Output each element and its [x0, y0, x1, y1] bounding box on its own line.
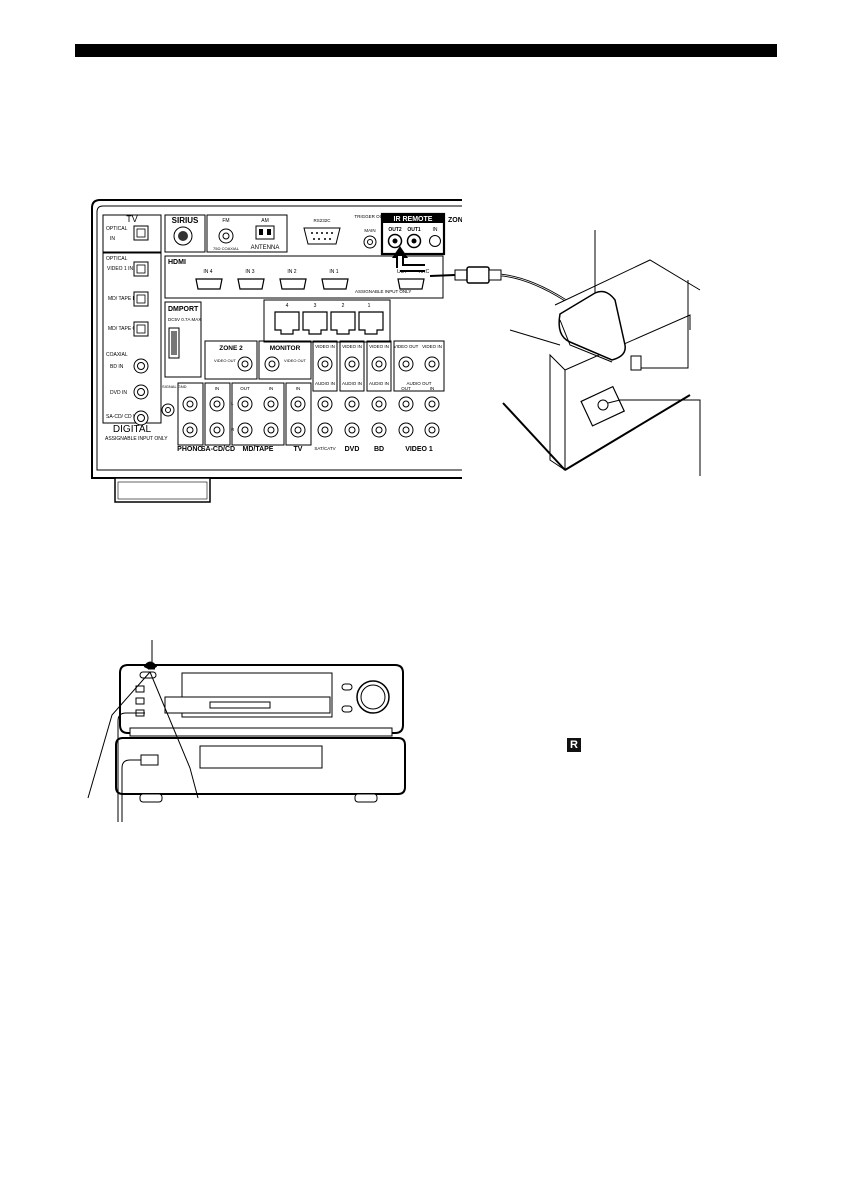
svg-text:MD/ TAPE OUT: MD/ TAPE OUT	[108, 326, 143, 332]
svg-text:SA-CD/CD: SA-CD/CD	[201, 446, 235, 453]
svg-text:OUT: OUT	[240, 386, 250, 391]
svg-text:AM: AM	[261, 218, 269, 224]
sirius-label: SIRIUS	[172, 216, 199, 225]
svg-text:ASSIGNABLE INPUT ONLY: ASSIGNABLE INPUT ONLY	[355, 289, 411, 294]
svg-text:75Ω COAXIAL: 75Ω COAXIAL	[213, 246, 240, 251]
svg-text:IN 2: IN 2	[287, 269, 296, 275]
svg-text:MD/TAPE: MD/TAPE	[243, 446, 274, 453]
hdmi-label: HDMI	[168, 259, 186, 266]
svg-text:DVD IN: DVD IN	[110, 390, 127, 396]
svg-text:IN: IN	[215, 386, 220, 391]
svg-text:L: L	[231, 401, 234, 406]
svg-text:RS232C: RS232C	[313, 218, 331, 223]
svg-text:VIDEO IN: VIDEO IN	[315, 344, 335, 349]
svg-text:BD IN: BD IN	[110, 364, 124, 370]
svg-text:TV: TV	[294, 446, 303, 453]
svg-text:ANTENNA: ANTENNA	[251, 245, 280, 251]
svg-text:SA-CD/ CD IN: SA-CD/ CD IN	[106, 414, 138, 420]
svg-text:VIDEO OUT: VIDEO OUT	[284, 358, 307, 363]
svg-text:IN 3: IN 3	[245, 269, 254, 275]
svg-text:OUT: OUT	[401, 386, 411, 391]
svg-text:COAXIAL: COAXIAL	[106, 352, 128, 358]
svg-text:IN: IN	[296, 386, 301, 391]
svg-text:MAIN: MAIN	[364, 228, 375, 233]
svg-text:DC5V 0.7A MAX: DC5V 0.7A MAX	[168, 317, 201, 322]
svg-text:VIDEO OUT: VIDEO OUT	[214, 358, 237, 363]
svg-text:3: 3	[314, 303, 317, 309]
dmport-label: DMPORT	[168, 306, 199, 313]
svg-text:AUDIO IN: AUDIO IN	[369, 381, 389, 386]
svg-text:IN 4: IN 4	[203, 269, 212, 275]
ir-blaster-illustration	[502, 230, 701, 476]
svg-text:TRIGGER OUT: TRIGGER OUT	[354, 214, 386, 219]
svg-text:OPTICAL: OPTICAL	[106, 256, 128, 262]
svg-text:VIDEO OUT: VIDEO OUT	[394, 344, 419, 349]
monitor-label: MONITOR	[270, 345, 301, 352]
svg-text:AUDIO IN: AUDIO IN	[315, 381, 335, 386]
svg-text:VIDEO IN: VIDEO IN	[369, 344, 389, 349]
svg-text:IN: IN	[269, 386, 274, 391]
svg-text:ZON: ZON	[448, 217, 463, 224]
svg-text:SAT/CATV: SAT/CATV	[314, 446, 335, 451]
svg-text:IN: IN	[110, 236, 115, 242]
svg-text:VIDEO IN: VIDEO IN	[422, 344, 442, 349]
svg-text:PHONO: PHONO	[177, 446, 203, 453]
svg-text:MD/ TAPE IN: MD/ TAPE IN	[108, 296, 138, 302]
svg-text:ASSIGNABLE INPUT ONLY: ASSIGNABLE INPUT ONLY	[105, 436, 168, 442]
svg-text:IN 1: IN 1	[329, 269, 338, 275]
svg-text:IN: IN	[433, 227, 438, 233]
svg-text:AUDIO IN: AUDIO IN	[342, 381, 362, 386]
svg-text:OUT1: OUT1	[407, 227, 421, 233]
ir-remote-label: IR REMOTE	[394, 216, 433, 223]
svg-text:VIDEO IN: VIDEO IN	[342, 344, 362, 349]
tv-section-label: TV	[126, 214, 138, 224]
svg-text:IN: IN	[430, 386, 435, 391]
svg-text:OUT2: OUT2	[388, 227, 402, 233]
svg-text:VIDEO 1 IN: VIDEO 1 IN	[107, 266, 134, 272]
svg-text:FM: FM	[222, 218, 229, 224]
svg-text:DVD: DVD	[345, 446, 360, 453]
header-rule	[75, 44, 777, 57]
svg-text:BD: BD	[374, 446, 384, 453]
svg-text:1: 1	[368, 303, 371, 309]
receiver-rear-panel: TV OPTICAL IN OPTICAL VIDEO 1 IN MD/ TAP…	[91, 199, 463, 503]
svg-text:VIDEO 1: VIDEO 1	[405, 446, 433, 453]
receiver-foot-left	[114, 477, 211, 503]
svg-text:R: R	[231, 427, 235, 432]
svg-text:SIGNAL GND: SIGNAL GND	[162, 384, 187, 389]
svg-text:4: 4	[286, 303, 289, 309]
svg-text:OPTICAL: OPTICAL	[106, 226, 128, 232]
ir-symbol-icon: R	[567, 738, 581, 752]
svg-text:AUDIO OUT: AUDIO OUT	[406, 381, 431, 386]
ir-plug-connection	[392, 246, 566, 302]
digital-section-label: DIGITAL	[113, 424, 152, 435]
svg-text:2: 2	[342, 303, 345, 309]
zone2-label: ZONE 2	[219, 345, 243, 352]
stacked-components-illustration	[87, 640, 406, 822]
